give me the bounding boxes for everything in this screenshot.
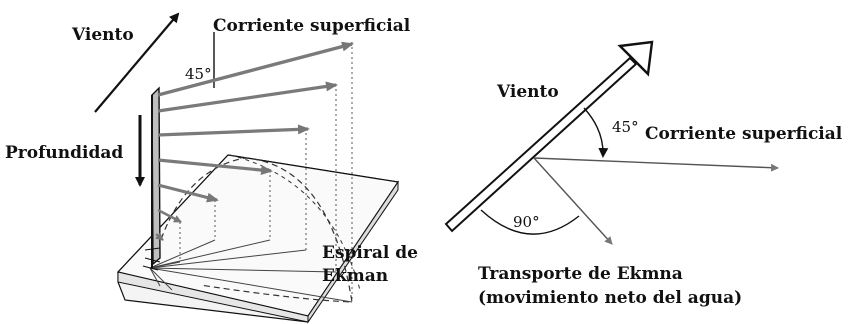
current-arrow-6 xyxy=(157,208,182,224)
surface-current-label: Corriente superficial xyxy=(213,16,411,36)
spiral-envelope-upper xyxy=(229,154,361,291)
spiral-label-line1: Espiral de xyxy=(322,243,418,263)
wind-label: Viento xyxy=(71,25,134,45)
angle-45-label-right: 45° xyxy=(612,118,639,136)
column-base-ticks xyxy=(142,247,161,271)
angle-45-label: 45° xyxy=(185,65,212,83)
projection-lines xyxy=(179,42,353,302)
surface-current-arrow xyxy=(533,157,779,172)
current-arrow-2 xyxy=(157,81,338,113)
angle-90-label: 90° xyxy=(513,213,540,231)
transport-label-line2: (movimiento neto del agua) xyxy=(478,288,742,308)
arc-45 xyxy=(583,107,609,158)
current-arrow-3 xyxy=(157,124,310,137)
wind-double-arrow xyxy=(444,40,654,233)
surface-current-label-right: Corriente superficial xyxy=(645,124,843,144)
water-plane xyxy=(116,154,400,324)
current-arrows xyxy=(155,41,354,241)
arc-90 xyxy=(480,209,580,235)
wind-label-right: Viento xyxy=(496,82,559,102)
spiral-envelope xyxy=(154,157,353,303)
water-column xyxy=(151,86,161,268)
transport-label-line1: Transporte de Ekmna xyxy=(478,264,683,284)
spiral-label-line2: Ekman xyxy=(322,266,388,286)
current-arrow-4 xyxy=(157,158,273,176)
current-arrow-surface xyxy=(157,41,354,97)
ekman-transport-arrow xyxy=(533,157,613,245)
wind-arrow xyxy=(94,12,180,113)
right-diagram: Viento 45° Corriente superficial 90° Tra… xyxy=(444,40,843,308)
current-arrow-7 xyxy=(155,232,164,241)
depth-label: Profundidad xyxy=(5,143,123,163)
projected-fan xyxy=(149,239,353,303)
left-diagram: Viento Corriente superficial 45° Profund… xyxy=(5,12,418,324)
current-arrow-5 xyxy=(157,183,219,203)
